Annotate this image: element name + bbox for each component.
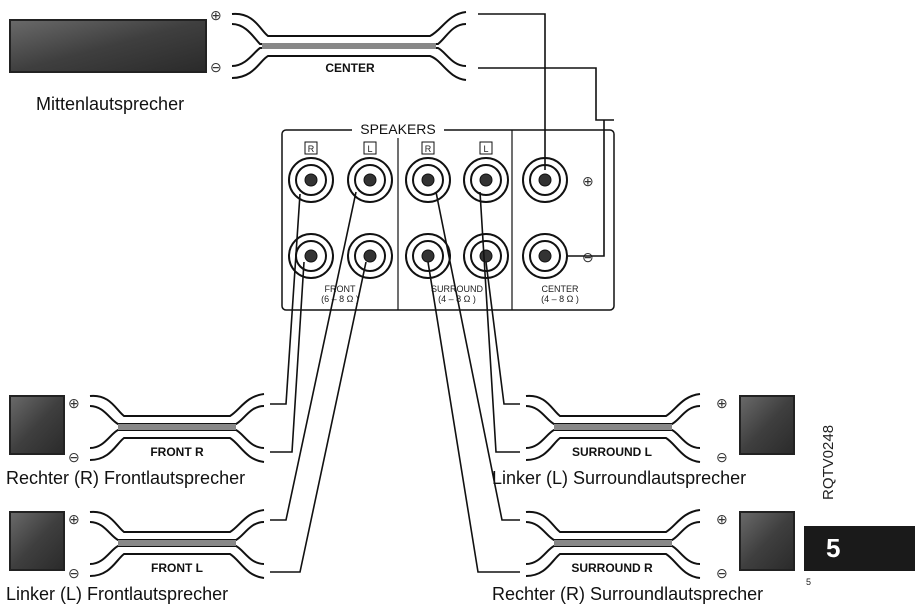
front-r-speaker bbox=[9, 395, 65, 455]
front-impedance-label: (6 – 8 Ω ) bbox=[321, 294, 359, 304]
front-l-cable-label: FRONT L bbox=[151, 561, 203, 575]
terminals bbox=[288, 157, 568, 279]
center-speaker bbox=[9, 19, 207, 73]
surround-l-speaker-caption: Linker (L) Surroundlautsprecher bbox=[492, 468, 746, 488]
front-l-cable bbox=[89, 509, 265, 579]
front-r-tag: R bbox=[308, 144, 315, 154]
surround-l-tag: L bbox=[483, 144, 488, 154]
center-group-label: CENTER bbox=[541, 284, 579, 294]
page-number-box: 5 bbox=[804, 526, 915, 571]
surround-r-speaker-caption: Rechter (R) Surroundlautsprecher bbox=[492, 584, 763, 604]
center-impedance-label: (4 – 8 Ω ) bbox=[541, 294, 579, 304]
surround-l-plus-symbol: ⊕ bbox=[716, 395, 728, 411]
surround-l-cable-label: SURROUND L bbox=[572, 445, 652, 459]
surround-l-minus-symbol: ⊖ bbox=[716, 449, 728, 465]
surround-r-plus-symbol: ⊕ bbox=[716, 511, 728, 527]
front-l-plus-symbol: ⊕ bbox=[68, 511, 80, 527]
terminal-front-l-plus bbox=[347, 157, 393, 203]
surround-l-speaker bbox=[739, 395, 795, 455]
terminal-tags bbox=[304, 141, 493, 155]
surround-group-label: SURROUND bbox=[431, 284, 484, 294]
connection-wires bbox=[270, 13, 614, 573]
front-r-speaker-caption: Rechter (R) Frontlautsprecher bbox=[6, 468, 245, 488]
terminal-surround-r-minus bbox=[405, 233, 451, 279]
surround-r-minus-symbol: ⊖ bbox=[716, 565, 728, 581]
front-r-minus-symbol: ⊖ bbox=[68, 449, 80, 465]
front-group-label: FRONT bbox=[325, 284, 356, 294]
surround-r-cable-label: SURROUND R bbox=[571, 561, 653, 575]
front-r-cable-label: FRONT R bbox=[150, 445, 204, 459]
panel-plus-symbol: ⊕ bbox=[582, 173, 594, 189]
front-l-minus-symbol: ⊖ bbox=[68, 565, 80, 581]
center-cable-label: CENTER bbox=[325, 61, 375, 75]
panel-minus-symbol: ⊖ bbox=[582, 249, 594, 265]
front-r-plus-symbol: ⊕ bbox=[68, 395, 80, 411]
front-l-speaker bbox=[9, 511, 65, 571]
terminal-front-r-minus bbox=[288, 233, 334, 279]
center-minus-symbol: ⊖ bbox=[210, 59, 222, 75]
terminal-surround-l-plus bbox=[463, 157, 509, 203]
terminal-front-l-minus bbox=[347, 233, 393, 279]
page-number-small: 5 bbox=[806, 577, 812, 587]
terminal-front-r-plus bbox=[288, 157, 334, 203]
center-speaker-caption: Mittenlautsprecher bbox=[36, 94, 184, 114]
document-code: RQTV0248 bbox=[820, 424, 837, 500]
front-l-speaker-caption: Linker (L) Frontlautsprecher bbox=[6, 584, 228, 604]
terminal-surround-r-plus bbox=[405, 157, 451, 203]
center-plus-symbol: ⊕ bbox=[210, 7, 222, 23]
terminal-surround-l-minus bbox=[463, 233, 509, 279]
surround-r-tag: R bbox=[425, 144, 432, 154]
speaker-terminal-panel bbox=[281, 122, 615, 311]
speakers-panel-title: SPEAKERS bbox=[360, 121, 435, 137]
front-l-tag: L bbox=[367, 144, 372, 154]
terminal-center-minus bbox=[522, 233, 568, 279]
surround-r-speaker bbox=[739, 511, 795, 571]
